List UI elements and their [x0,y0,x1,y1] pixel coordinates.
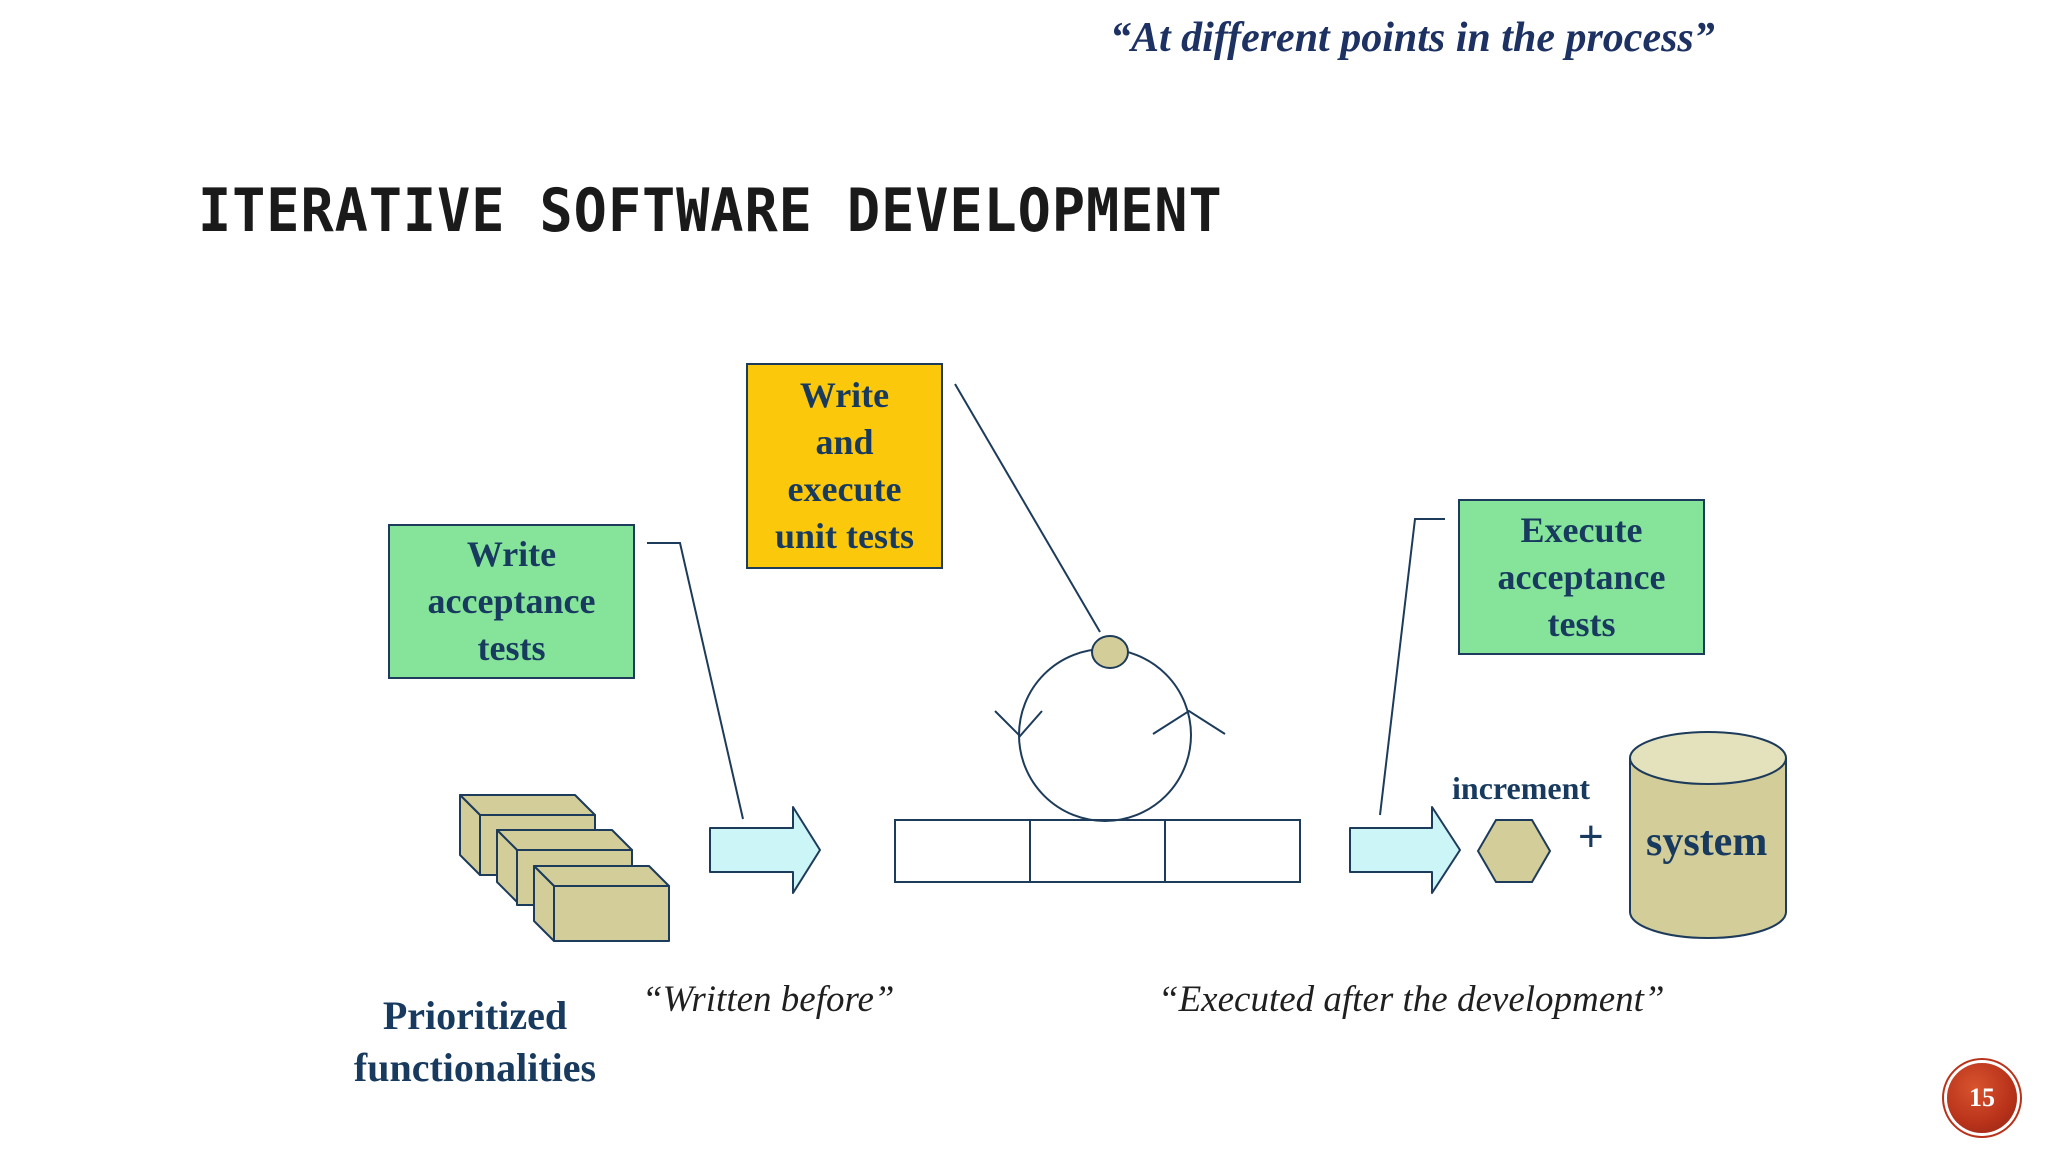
callout-line-write-acceptance [647,542,744,820]
plus-sign: + [1578,812,1604,861]
increment-hexagon-icon [1476,819,1552,883]
functionality-block-icon [533,865,670,942]
iteration-segment [1164,819,1301,883]
system-label: system [1646,819,1768,865]
box-execute-acceptance-tests: Execute acceptance tests [1458,499,1705,655]
cycle-arrowhead-left-icon [994,710,1043,738]
functionality-blocks-icon [459,794,670,942]
system-database-icon [1629,731,1787,939]
page-number-badge: 15 [1947,1063,2017,1133]
iteration-bar [894,819,1301,883]
input-arrow-icon [709,806,821,894]
increment-label: increment [1452,770,1591,806]
cycle-arrowhead-right-icon [1152,709,1226,735]
prioritized-functionalities-label: Prioritized functionalities [353,993,597,1090]
slide-title: ITERATIVE SOFTWARE DEVELOPMENT [198,176,1223,246]
callout-line-unit-tests [954,383,1101,633]
box-write-execute-unit-tests: Write and execute unit tests [746,363,943,569]
written-before-quote: “Written before” [642,979,895,1020]
output-arrow-icon [1349,806,1461,894]
executed-after-quote: “Executed after the development” [1158,979,1665,1020]
cycle-node-icon [1091,635,1129,669]
top-quote: “At different points in the process” [1110,15,1715,61]
box-write-acceptance-tests: Write acceptance tests [388,524,635,679]
iteration-segment [894,819,1031,883]
iteration-cycle-icon [1018,648,1192,822]
iteration-segment [1029,819,1166,883]
callout-line-execute-acceptance [1379,518,1445,816]
